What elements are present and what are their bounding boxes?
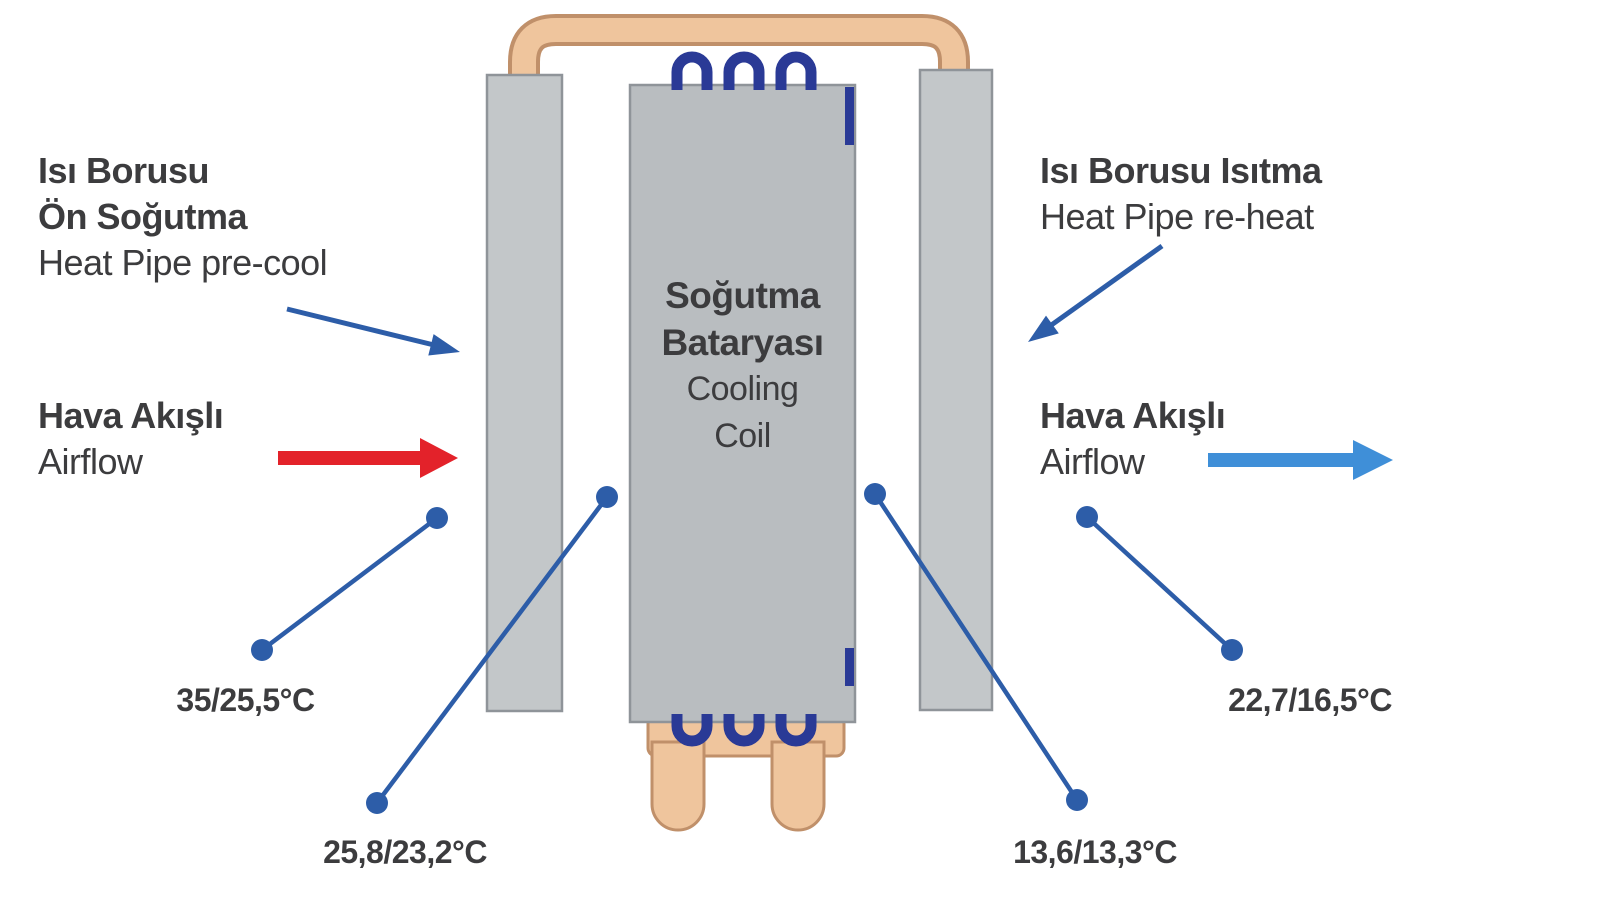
coil-u-bend-icon bbox=[671, 51, 713, 90]
re-heat-subtitle: Heat Pipe re-heat bbox=[1040, 196, 1314, 237]
pre-cool-pointer-arrow-icon bbox=[286, 306, 460, 356]
temp-dot bbox=[596, 486, 618, 508]
temp-dot bbox=[1221, 639, 1243, 661]
cooling-coil-title-line1: Soğutma bbox=[665, 275, 820, 316]
pre-cool-title-line2: Ön Soğutma bbox=[38, 196, 248, 237]
airflow-out-title: Hava Akışlı bbox=[1040, 395, 1226, 436]
coil-u-bend-icon bbox=[723, 51, 765, 90]
re-heat-title: Isı Borusu Isıtma bbox=[1040, 150, 1322, 191]
bottom-copper-pipe-right bbox=[770, 740, 826, 832]
copper-connecting-pipe bbox=[508, 14, 970, 88]
temp-dot bbox=[1066, 789, 1088, 811]
temp-dot bbox=[366, 792, 388, 814]
airflow-in-title: Hava Akışlı bbox=[38, 395, 224, 436]
pre-cool-label: Isı Borusu Ön Soğutma Heat Pipe pre-cool bbox=[38, 148, 328, 286]
right-heat-pipe-panel bbox=[918, 68, 994, 712]
cooling-coil-body bbox=[628, 83, 857, 724]
temp-dot bbox=[251, 639, 273, 661]
airflow-in-label: Hava Akışlı Airflow bbox=[38, 393, 224, 485]
re-heat-pointer-arrow-icon bbox=[1028, 243, 1164, 342]
temp-after-coil: 13,6/13,3°C bbox=[1013, 834, 1177, 870]
temp-supply: 22,7/16,5°C bbox=[1228, 682, 1392, 718]
coil-u-bend-icon bbox=[723, 714, 765, 747]
copper-pipe-body bbox=[512, 18, 966, 88]
coil-top-u-bends bbox=[671, 51, 817, 90]
cooling-coil-block bbox=[628, 83, 857, 724]
temp-intake: 35/25,5°C bbox=[176, 682, 315, 718]
airflow-in-subtitle: Airflow bbox=[38, 441, 143, 482]
leader-supply bbox=[1076, 506, 1243, 661]
coil-bottom-u-bends bbox=[671, 714, 817, 747]
left-heat-pipe-panel bbox=[485, 73, 564, 713]
coil-u-bend-icon bbox=[775, 714, 817, 747]
temp-dot bbox=[1076, 506, 1098, 528]
pre-cool-title-line1: Isı Borusu bbox=[38, 150, 210, 191]
leader-after-precool bbox=[366, 486, 618, 814]
airflow-in-arrow-icon bbox=[278, 438, 458, 478]
airflow-out-label: Hava Akışlı Airflow bbox=[1040, 393, 1226, 485]
temp-dot bbox=[426, 507, 448, 529]
leader-intake bbox=[251, 507, 448, 661]
pre-cool-subtitle: Heat Pipe pre-cool bbox=[38, 242, 328, 283]
coil-u-bend-icon bbox=[775, 51, 817, 90]
re-heat-label: Isı Borusu Isıtma Heat Pipe re-heat bbox=[1040, 148, 1322, 240]
airflow-out-arrow-icon bbox=[1208, 440, 1393, 480]
coil-u-bend-icon bbox=[671, 714, 713, 747]
cooling-coil-subtitle-line2: Coil bbox=[714, 417, 771, 455]
leader-after-coil bbox=[864, 483, 1088, 811]
airflow-out-subtitle: Airflow bbox=[1040, 441, 1145, 482]
cooling-coil-label: Soğutma Bataryası Cooling Coil bbox=[630, 272, 855, 460]
cooling-coil-title-line2: Bataryası bbox=[661, 322, 824, 363]
coil-header-strip-bottom bbox=[845, 648, 854, 686]
temp-after-precool: 25,8/23,2°C bbox=[323, 834, 487, 870]
temp-dot bbox=[864, 483, 886, 505]
bottom-copper-pipe-left bbox=[650, 740, 706, 832]
cooling-coil-subtitle-line1: Cooling bbox=[686, 370, 799, 408]
coil-header-strip-top bbox=[845, 87, 854, 145]
